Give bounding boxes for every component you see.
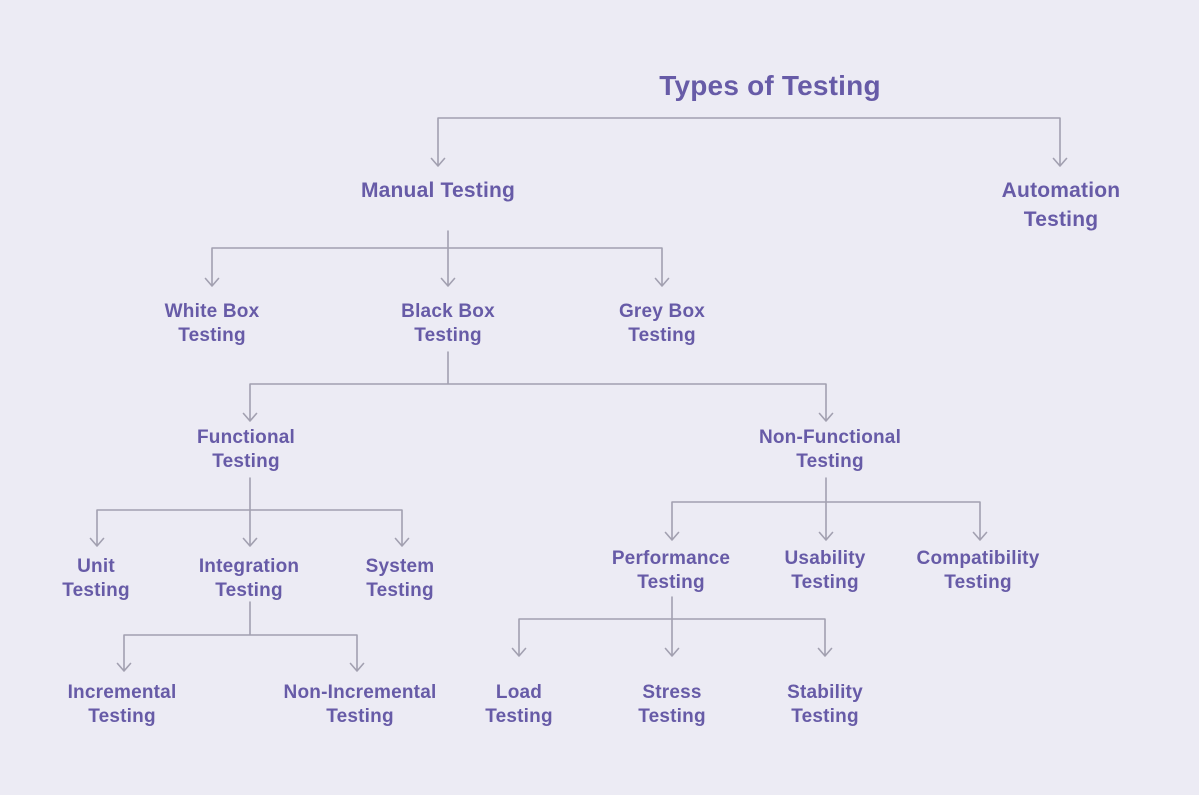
node-stress-testing-line-2: Testing — [638, 706, 706, 727]
node-automation-testing-line-1: Automation — [1001, 178, 1121, 202]
node-performance-testing-line-2: Testing — [637, 572, 705, 593]
node-grey-box-testing-line-1: Grey Box — [618, 301, 706, 322]
node-system-testing-line-1: System — [365, 556, 435, 577]
node-load-testing-line-2: Testing — [485, 706, 553, 727]
node-black-box-testing-line-2: Testing — [414, 325, 482, 346]
node-grey-box-testing-line-2: Testing — [628, 325, 696, 346]
node-types-of-testing: Types of Testing — [659, 69, 881, 103]
node-black-box-testing-line-1: Black Box — [401, 301, 495, 322]
node-incremental-testing-line-2: Testing — [88, 706, 156, 727]
node-integration-testing-line-1: Integration — [198, 556, 300, 577]
node-integration-testing-line-2: Testing — [215, 580, 283, 601]
node-automation-testing-line-2: Testing — [1023, 207, 1099, 231]
node-performance-testing-line-1: Performance — [611, 548, 731, 569]
node-functional-testing-line-1: Functional — [196, 427, 296, 448]
node-non-functional-testing-line-1: Non-Functional — [758, 427, 902, 448]
node-usability-testing-line-1: Usability — [784, 548, 866, 569]
node-stability-testing-line-2: Testing — [791, 706, 859, 727]
node-unit-testing-line-2: Testing — [62, 580, 130, 601]
node-incremental-testing-line-1: Incremental — [67, 682, 177, 703]
node-system-testing-line-2: Testing — [366, 580, 434, 601]
node-manual-testing-line-1: Manual Testing — [360, 178, 516, 202]
node-white-box-testing-line-2: Testing — [178, 325, 246, 346]
node-usability-testing-line-2: Testing — [791, 572, 859, 593]
node-compatibility-testing-line-1: Compatibility — [916, 548, 1040, 569]
node-types-of-testing-line-1: Types of Testing — [659, 70, 881, 101]
node-non-incremental-testing-line-2: Testing — [326, 706, 394, 727]
node-compatibility-testing-line-2: Testing — [944, 572, 1012, 593]
node-stability-testing-line-1: Stability — [787, 682, 863, 703]
node-load-testing-line-1: Load — [495, 682, 543, 703]
node-non-incremental-testing-line-1: Non-Incremental — [283, 682, 437, 703]
node-unit-testing-line-1: Unit — [77, 556, 115, 577]
node-white-box-testing-line-1: White Box — [164, 301, 260, 322]
node-stress-testing-line-1: Stress — [642, 682, 702, 703]
node-non-functional-testing-line-2: Testing — [796, 451, 864, 472]
connector-path — [89, 117, 1068, 672]
node-manual-testing: Manual Testing — [361, 176, 515, 205]
node-functional-testing-line-2: Testing — [212, 451, 280, 472]
